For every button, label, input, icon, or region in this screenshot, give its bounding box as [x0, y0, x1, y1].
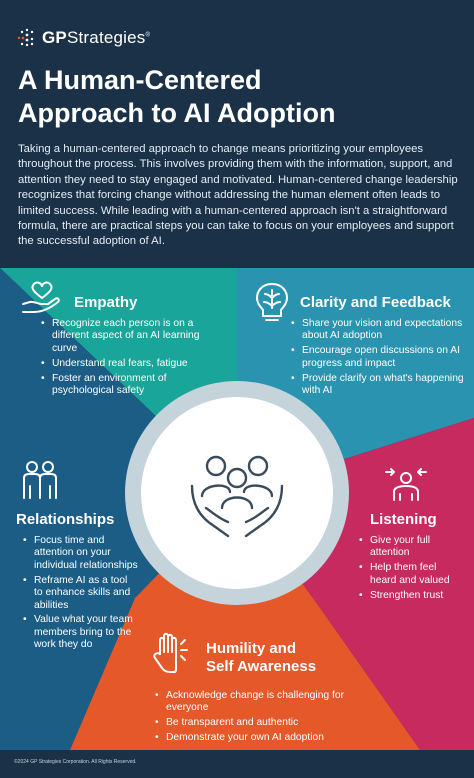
- humility-title: Humility and Self Awareness: [206, 640, 380, 676]
- list-item: Provide clarify on what's happening with…: [291, 373, 466, 398]
- intro-paragraph: Taking a human-centered approach to chan…: [18, 143, 458, 248]
- humility-title-line-1: Humility and: [206, 640, 297, 657]
- person-with-arrows-icon: [385, 468, 427, 501]
- title-line-1: A Human-Centered: [18, 65, 262, 95]
- empathy-list: Recognize each person is on a different …: [40, 318, 208, 397]
- people-in-hands-icon: [190, 455, 284, 538]
- center-circle: [141, 397, 333, 589]
- relationships-title: Relationships: [16, 511, 115, 528]
- logo-wordmark: GPStrategies®: [42, 28, 151, 47]
- listening-list: Give your full attention Help them feel …: [358, 535, 462, 602]
- gp-strategies-logo: GPStrategies®: [16, 18, 150, 58]
- relationships-list: Focus time and attention on your individ…: [22, 535, 138, 652]
- list-item: Demonstrate your own AI adoption: [155, 732, 366, 745]
- copyright-text: ©2024 GP Strategies Corporation. All Rig…: [14, 759, 137, 765]
- clarity-title: Clarity and Feedback: [300, 294, 451, 311]
- relationships-section: Relationships Focus time and attention o…: [16, 511, 138, 654]
- page-title: A Human-Centered Approach to AI Adoption: [18, 64, 458, 130]
- listening-section: Listening Give your full attention Help …: [358, 511, 470, 605]
- list-item: Be transparent and authentic: [155, 717, 366, 730]
- list-item: Acknowledge change is challenging for ev…: [155, 690, 366, 715]
- header: GPStrategies® A Human-Centered Approach …: [0, 0, 474, 268]
- list-item: Help them feel heard and valued: [359, 562, 462, 587]
- list-item: Encourage open discussions on AI progres…: [291, 345, 466, 370]
- brain-lightbulb-icon: [256, 283, 288, 321]
- humility-title-line-2: Self Awareness: [206, 658, 317, 675]
- list-item: Recognize each person is on a different …: [41, 318, 208, 355]
- humility-list: Acknowledge change is challenging for ev…: [154, 690, 366, 745]
- heart-in-hand-icon: [22, 281, 60, 313]
- logo-dots-icon: [17, 28, 34, 47]
- humility-segment: [70, 493, 420, 750]
- list-item: Focus time and attention on your individ…: [23, 535, 138, 572]
- list-item: Understand real fears, fatigue: [41, 358, 208, 371]
- humility-section: Humility and Self Awareness Acknowledge …: [150, 640, 380, 747]
- clarity-list: Share your vision and expectations about…: [290, 318, 466, 397]
- listening-title: Listening: [370, 511, 437, 528]
- clarity-section: Clarity and Feedback Share your vision a…: [290, 294, 474, 400]
- list-item: Share your vision and expectations about…: [291, 318, 466, 343]
- list-item: Reframe AI as a tool to enhance skills a…: [23, 575, 138, 612]
- empathy-section: Empathy Recognize each person is on a di…: [40, 294, 230, 400]
- empathy-title: Empathy: [74, 294, 138, 311]
- title-line-2: Approach to AI Adoption: [18, 98, 336, 128]
- list-item: Foster an environment of psychological s…: [41, 373, 208, 398]
- five-segment-diagram: Empathy Recognize each person is on a di…: [0, 268, 474, 750]
- list-item: Value what your team members bring to th…: [23, 614, 138, 651]
- two-people-icon: [23, 461, 57, 499]
- list-item: Give your full attention: [359, 535, 462, 560]
- footer: ©2024 GP Strategies Corporation. All Rig…: [0, 750, 474, 778]
- list-item: Strengthen trust: [359, 590, 462, 603]
- raised-hand-icon: [153, 632, 188, 673]
